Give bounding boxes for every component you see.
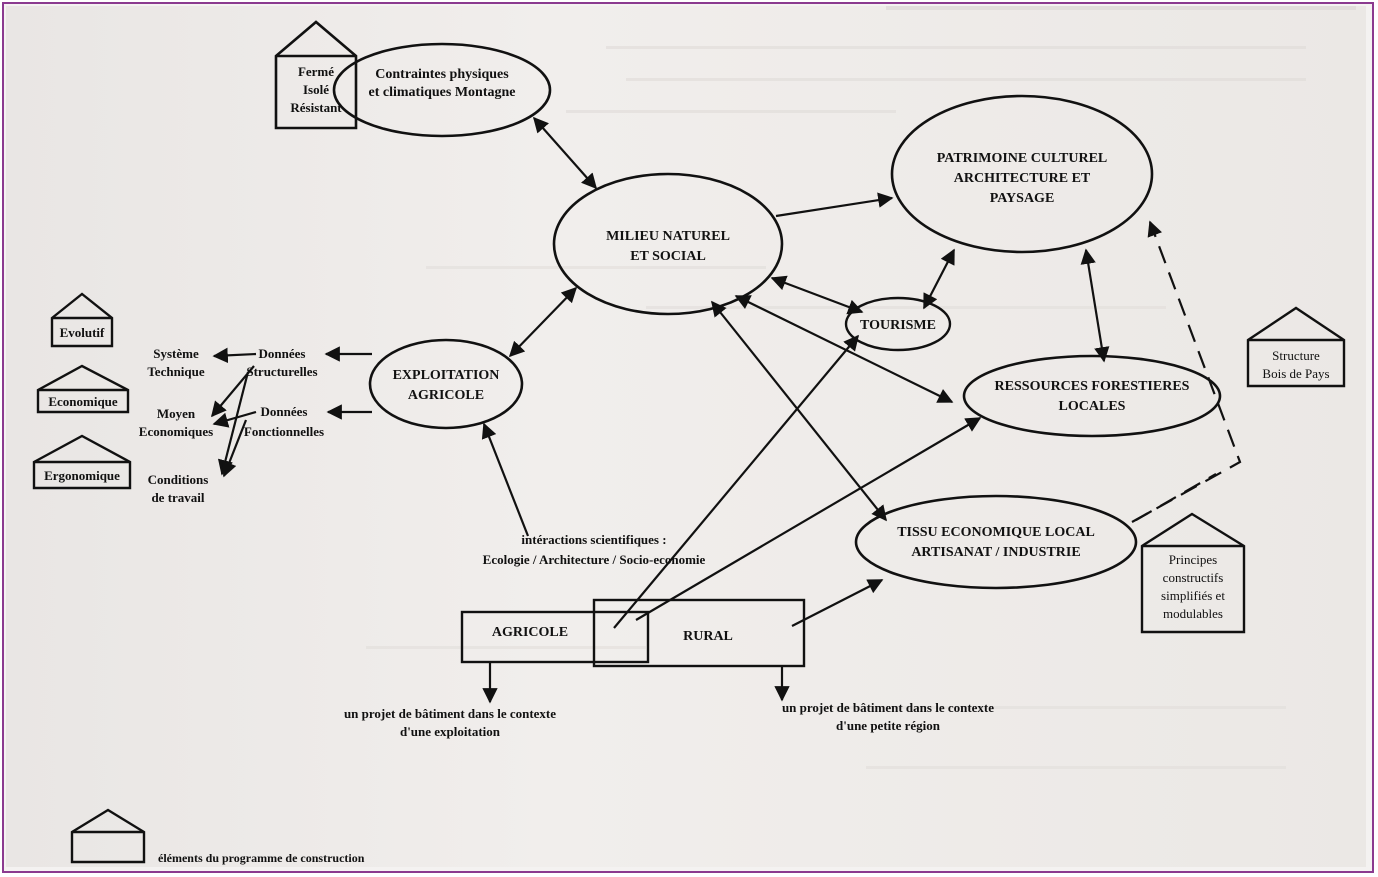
arrow-fonc-conditions [221, 419, 248, 478]
node-milieu-line2: ET SOCIAL [630, 249, 706, 264]
label-systeme-line2: Technique [147, 364, 205, 379]
house-structure-line2: Bois de Pays [1262, 366, 1329, 381]
arrow-ressources-patrimoine [1080, 248, 1110, 363]
node-milieu-line1: MILIEU NATUREL [606, 229, 730, 244]
label-donnees-struct-line2: Structurelles [246, 364, 317, 379]
node-tissu: TISSU ECONOMIQUE LOCAL ARTISANAT / INDUS… [854, 494, 1138, 590]
label-interactions: intéractions scientifiques : Ecologie / … [483, 532, 706, 567]
diagram-canvas: Contraintes physiques et climatiques Mon… [32, 6, 1356, 865]
house-evolutif: Evolutif [50, 292, 114, 348]
label-moyen-line2: Economiques [139, 424, 213, 439]
legend-house-icon [70, 808, 146, 864]
house-ferme-line2: Isolé [303, 82, 329, 97]
node-patrimoine-line2: ARCHITECTURE ET [954, 171, 1091, 186]
label-conditions: Conditions de travail [148, 472, 209, 505]
arrow-donnees-systeme [212, 347, 257, 364]
arrow-interaction-ressources [635, 417, 982, 621]
label-interactions-line2: Ecologie / Architecture / Socio-economie [483, 552, 706, 567]
arrow-tourisme-patrimoine [923, 248, 955, 310]
node-patrimoine-line1: PATRIMOINE CULTUREL [937, 151, 1108, 166]
house-ferme-line3: Résistant [290, 100, 342, 115]
node-contraintes: Contraintes physiques et climatiques Mon… [332, 42, 552, 138]
arrow-agricole-exploitation [481, 422, 530, 537]
label-projet-batiment: un projet de bâtiment dans le contexte d… [344, 706, 556, 739]
bleed-through-texture [366, 6, 1356, 769]
node-ressources-line1: RESSOURCES FORESTIERES [995, 379, 1190, 394]
label-donnees-struct-line1: Données [259, 346, 306, 361]
arrow-contraintes-milieu [532, 116, 598, 190]
legend: éléments du programme de construction [70, 808, 365, 865]
label-interactions-line1: intéractions scientifiques : [521, 532, 666, 547]
label-moyen-line1: Moyen [157, 406, 196, 421]
arrow-interaction-tourisme [613, 334, 859, 629]
house-structure-line1: Structure [1272, 348, 1320, 363]
label-projet-region-line1: un projet de bâtiment dans le contexte [782, 700, 994, 715]
label-projet-region-line2: d'une petite région [836, 718, 941, 733]
label-projet-region: un projet de bâtiment dans le contexte d… [782, 700, 994, 733]
arrow-milieu-ressources [734, 295, 954, 403]
scanned-page: Contraintes physiques et climatiques Mon… [6, 6, 1366, 867]
node-tourisme: TOURISME [844, 296, 952, 352]
label-systeme-line1: Système [153, 346, 199, 361]
label-donnees-structurelles: Données Structurelles [246, 346, 317, 379]
label-projet-batiment-line2: d'une exploitation [400, 724, 501, 739]
label-conditions-line1: Conditions [148, 472, 209, 487]
node-contraintes-line1: Contraintes physiques [375, 67, 509, 82]
arrow-milieu-tissu [711, 300, 887, 522]
arrow-donnees-conditions [217, 371, 250, 476]
label-donnees-fonc-line2: Fonctionnelles [244, 424, 324, 439]
node-ressources-line2: LOCALES [1059, 399, 1126, 414]
house-principes-line3: simplifiés et [1161, 588, 1225, 603]
node-rural-label: RURAL [683, 629, 733, 644]
label-moyen: Moyen Economiques [139, 406, 213, 439]
node-rural: RURAL [592, 598, 806, 668]
arrow-milieu-patrimoine [775, 192, 894, 218]
house-ferme: Fermé Isolé Résistant [274, 20, 358, 130]
label-systeme: Système Technique [147, 346, 205, 379]
house-structure: Structure Bois de Pays [1246, 306, 1346, 388]
house-principes-line1: Principes [1169, 552, 1217, 567]
arrow-fonc-moyen [212, 410, 257, 428]
node-contraintes-line2: et climatiques Montagne [369, 85, 516, 100]
node-exploitation-line1: EXPLOITATION [393, 368, 500, 383]
label-projet-batiment-line1: un projet de bâtiment dans le contexte [344, 706, 556, 721]
legend-label: éléments du programme de construction [158, 851, 365, 865]
label-conditions-line2: de travail [151, 490, 204, 505]
node-agricole-label: AGRICOLE [492, 625, 568, 640]
dashed-tissu-principes [1135, 473, 1217, 521]
node-exploitation-line2: AGRICOLE [408, 388, 484, 403]
node-tissu-line1: TISSU ECONOMIQUE LOCAL [897, 525, 1095, 540]
house-economique-label: Economique [48, 394, 118, 409]
node-ressources: RESSOURCES FORESTIERES LOCALES [962, 354, 1222, 438]
house-economique: Economique [36, 364, 130, 414]
house-principes-line2: constructifs [1163, 570, 1224, 585]
dashed-tissu-structure [1131, 220, 1242, 523]
node-patrimoine-line3: PAYSAGE [990, 191, 1055, 206]
house-ergonomique-label: Ergonomique [44, 468, 120, 483]
node-tissu-line2: ARTISANAT / INDUSTRIE [911, 545, 1080, 560]
house-evolutif-label: Evolutif [60, 325, 105, 340]
house-principes: Principes constructifs simplifiés et mod… [1140, 512, 1246, 634]
node-exploitation: EXPLOITATION AGRICOLE [368, 338, 524, 430]
node-tourisme-label: TOURISME [860, 318, 936, 333]
arrow-rural-tissu [791, 579, 884, 627]
node-agricole: AGRICOLE [460, 610, 650, 664]
connectors [211, 116, 1242, 704]
label-donnees-fonc-line1: Données [261, 404, 308, 419]
node-milieu: MILIEU NATUREL ET SOCIAL [552, 172, 784, 316]
node-patrimoine: PATRIMOINE CULTUREL ARCHITECTURE ET PAYS… [890, 94, 1154, 254]
house-ergonomique: Ergonomique [32, 434, 132, 490]
house-ferme-line1: Fermé [298, 64, 334, 79]
label-donnees-fonctionnelles: Données Fonctionnelles [244, 404, 324, 439]
house-principes-line4: modulables [1163, 606, 1223, 621]
arrow-exploitation-milieu [508, 286, 578, 358]
